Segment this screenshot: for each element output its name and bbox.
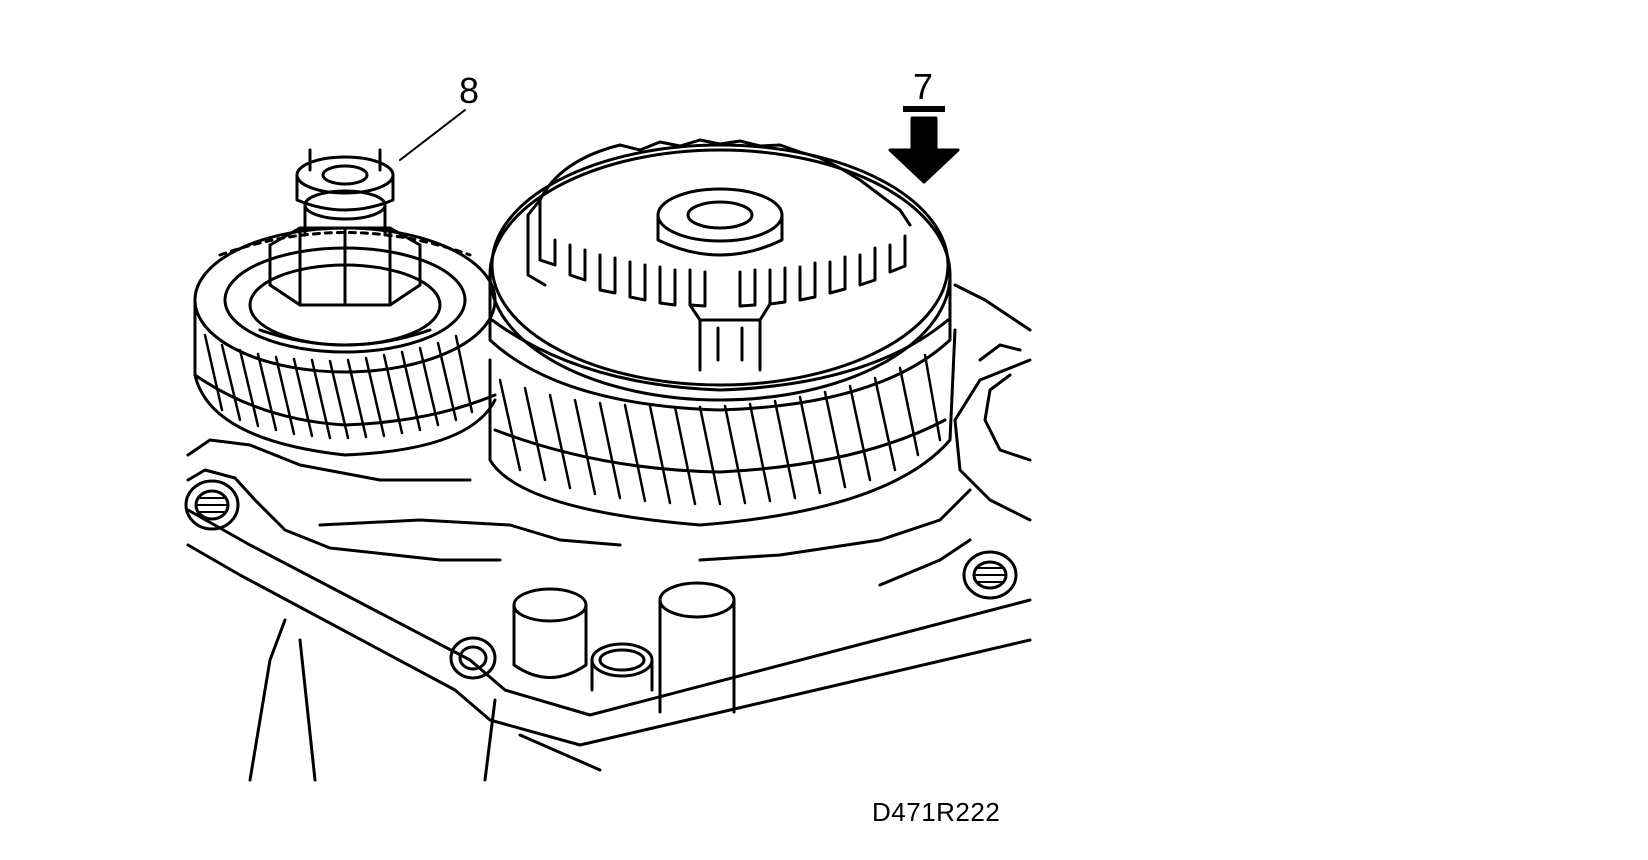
figure-code: D471R222 [872,797,1001,827]
shift-pin-right [658,581,736,714]
leader-line-8 [399,109,466,161]
shift-pin-left [512,587,588,679]
gear-boss [656,187,784,257]
bolt-hole-left [184,479,240,531]
shift-pin-small [590,642,654,692]
left-gear [193,226,497,457]
gearbox-housing [186,283,1032,782]
synchro-hub [488,143,952,412]
dowel-hole [449,636,497,680]
callout-label-7: 7 [913,66,934,107]
shaft-nut [268,189,422,307]
synchro-ring [526,138,912,372]
shaft-end [295,148,395,212]
callout-label-8: 8 [459,70,480,111]
right-gear [488,328,957,527]
bolt-hole-right [962,550,1018,600]
press-arrow [888,106,960,184]
